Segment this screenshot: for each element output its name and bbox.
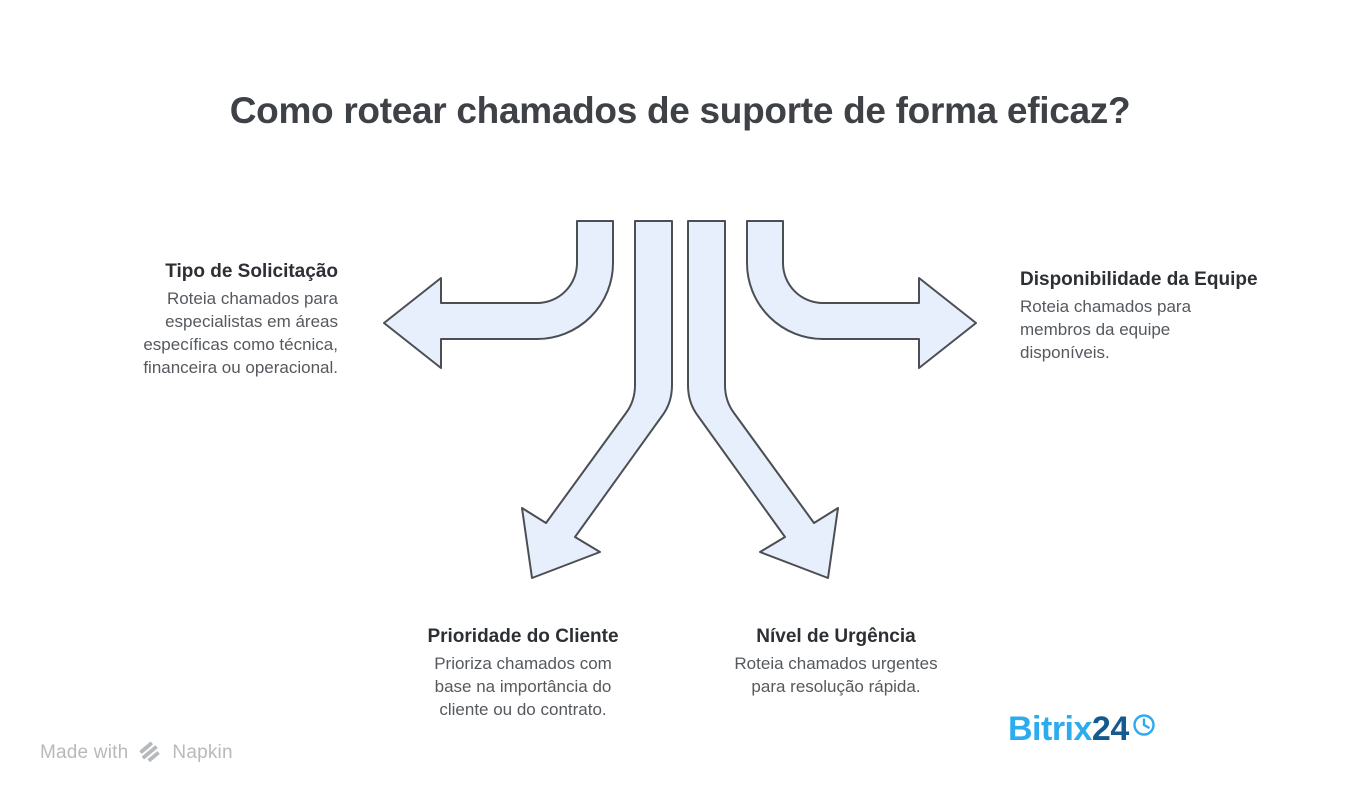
branch-left-description: Roteia chamados para especialistas em ár… [143,289,338,377]
branch-bottom-left-description: Prioriza chamados com base na importânci… [434,654,612,719]
branch-left: Tipo de Solicitação Roteia chamados para… [68,260,338,379]
branch-right-description: Roteia chamados para membros da equipe d… [1020,297,1192,362]
bitrix24-wordmark-24: 24 [1091,710,1129,748]
bitrix24-logo: Bitrix 24 [1008,712,1158,746]
clock-icon [1133,714,1155,736]
branch-bottom-right: Nível de Urgência Roteia chamados urgent… [696,625,976,698]
arrow-down-left [521,220,673,579]
napkin-watermark[interactable]: Made with Napkin [40,740,233,766]
branch-left-title: Tipo de Solicitação [165,261,338,282]
branch-bottom-right-description: Roteia chamados urgentes para resolução … [734,654,938,696]
page-title: Como rotear chamados de suporte de forma… [229,90,1131,131]
branch-right: Disponibilidade da Equipe Roteia chamado… [1020,268,1310,364]
arrow-left [383,220,614,369]
arrow-down-right [687,220,839,579]
branch-bottom-right-title: Nível de Urgência [756,626,916,647]
branch-bottom-left-title: Prioridade do Cliente [427,626,619,647]
arrow-right [746,220,977,369]
branch-bottom-left: Prioridade do Cliente Prioriza chamados … [383,625,663,721]
watermark-prefix: Made with [40,742,129,763]
bitrix24-wordmark-bitrix: Bitrix [1008,710,1092,748]
branch-right-title: Disponibilidade da Equipe [1020,269,1258,290]
napkin-logo-icon [139,741,160,762]
watermark-brand: Napkin [172,742,233,763]
